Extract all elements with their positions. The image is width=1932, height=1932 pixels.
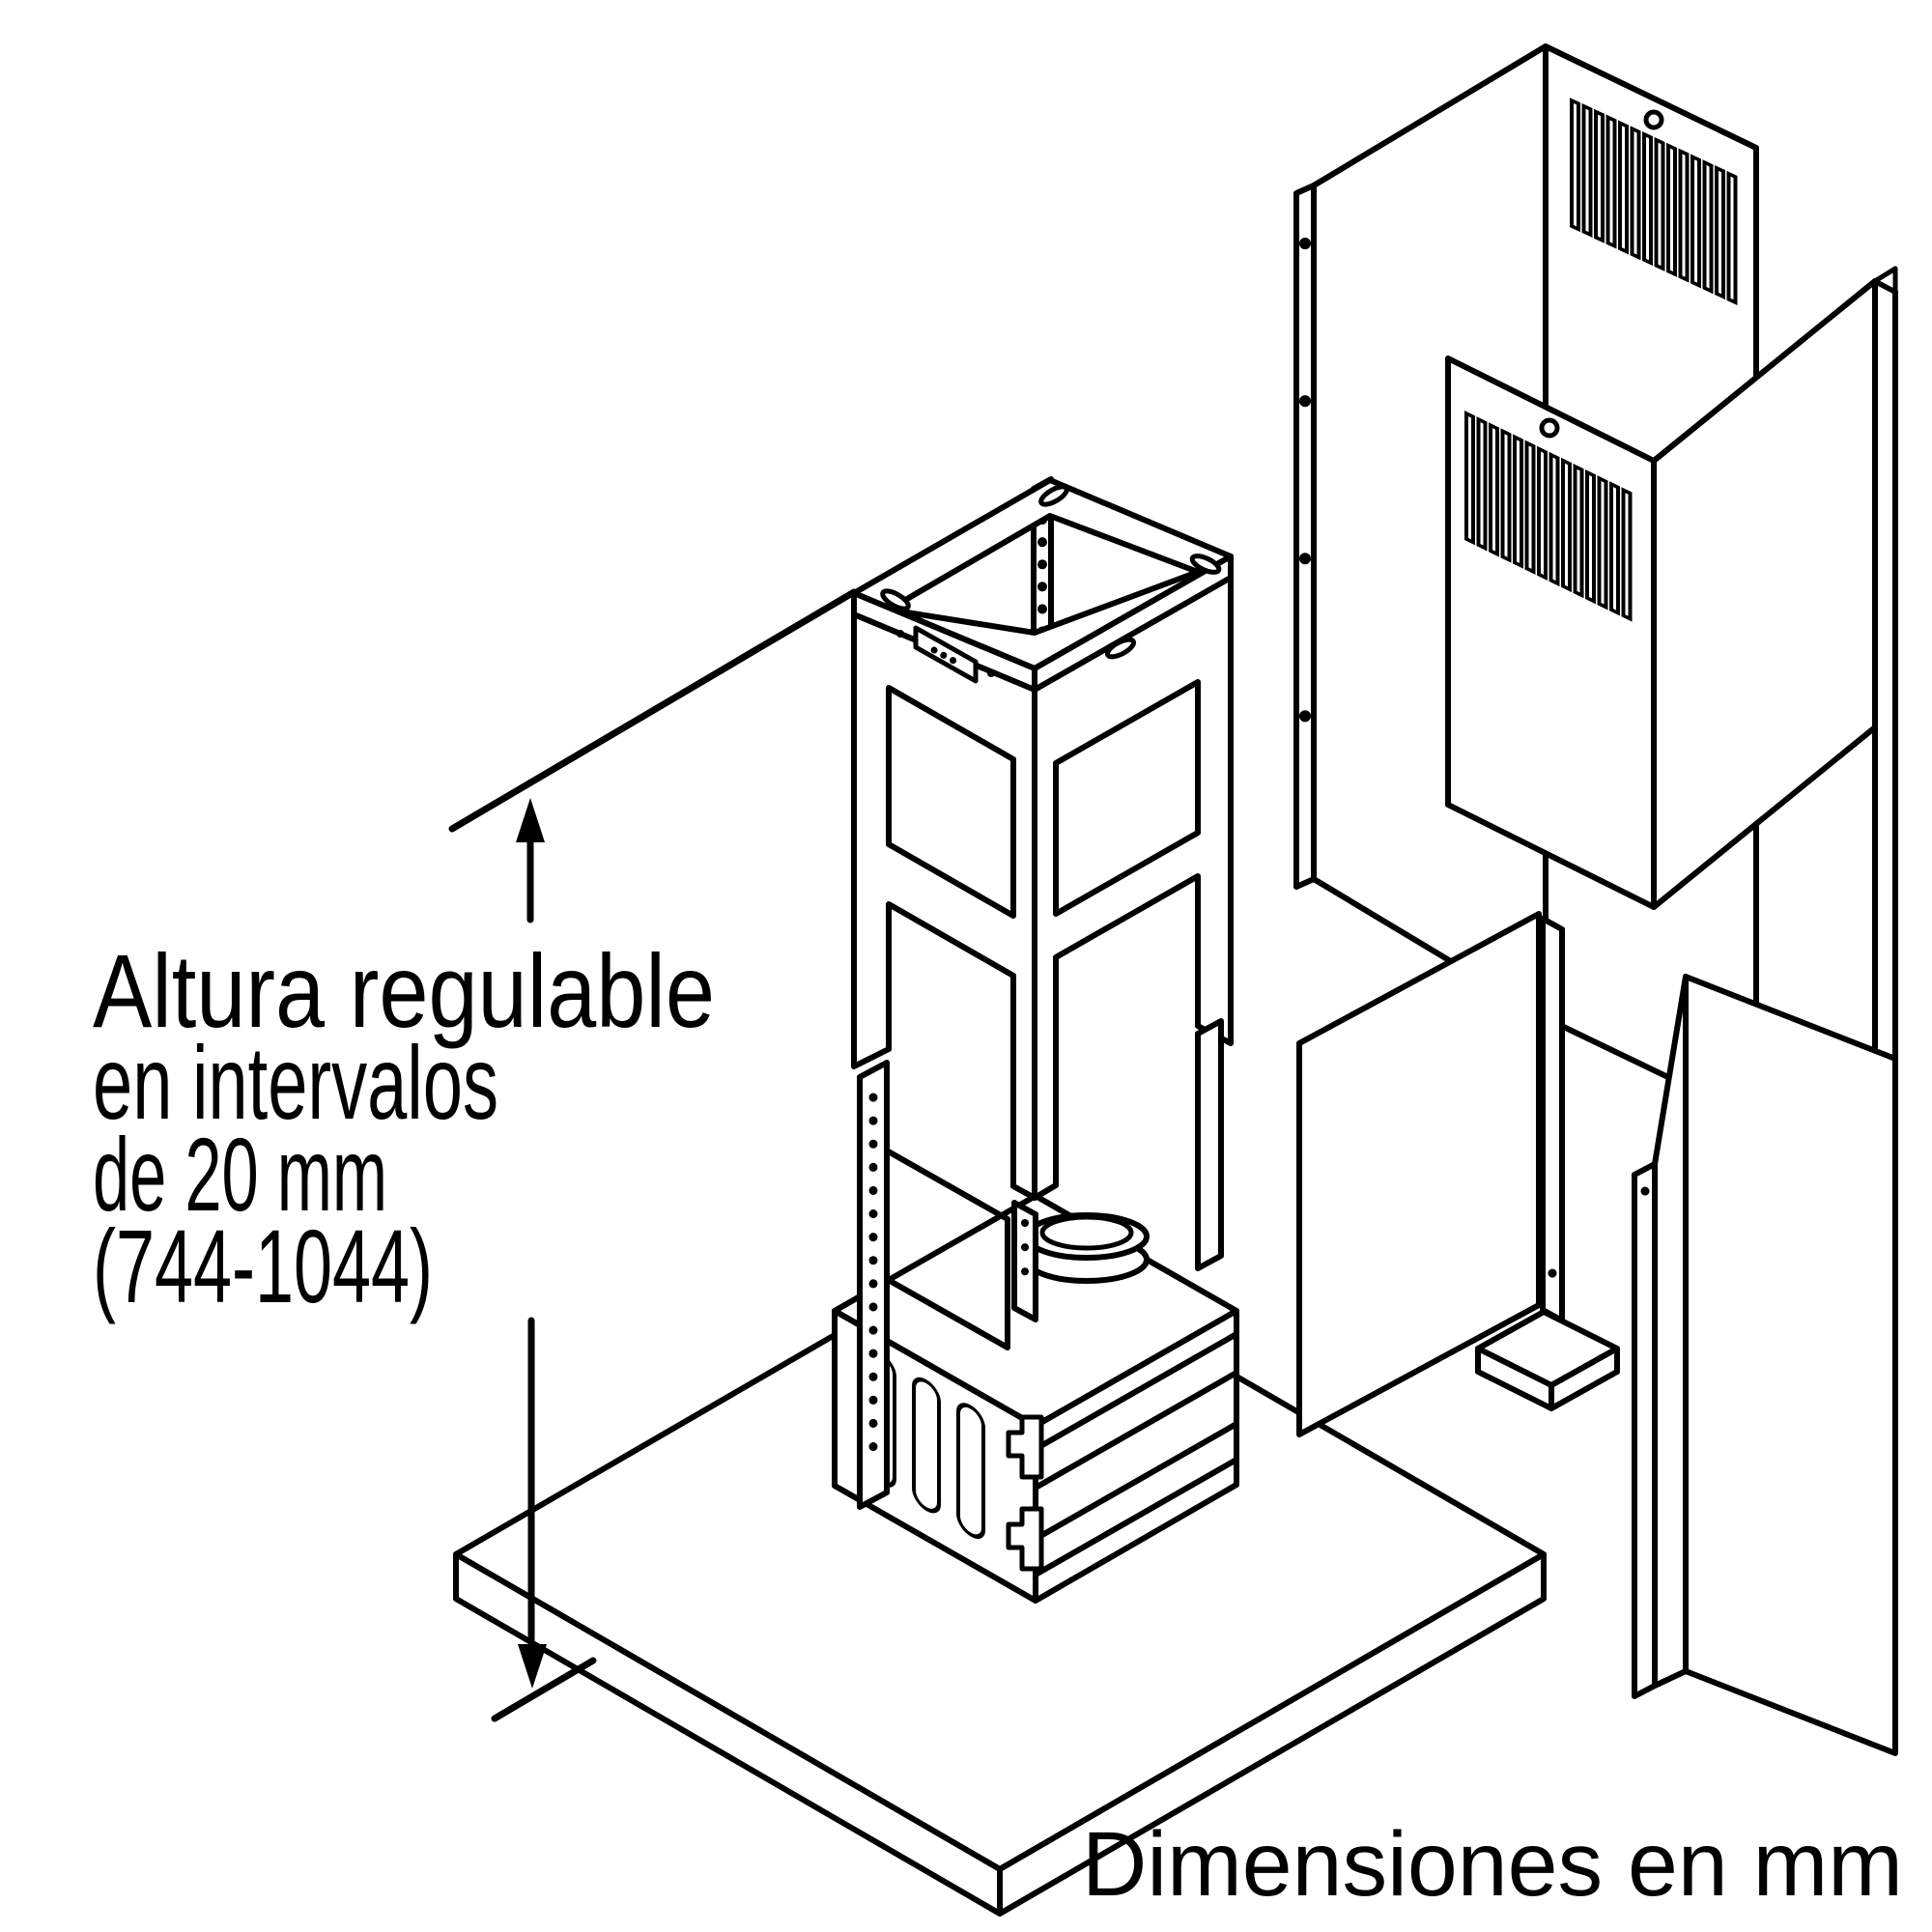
- height-label-line-1: Altura regulable: [93, 932, 715, 1049]
- height-dimension-annotation: [448, 588, 858, 1722]
- frame-slot-hole-back: [1038, 484, 1069, 507]
- front-cover-screw-hole: [1539, 417, 1560, 439]
- hood-hook-lower: [1006, 1506, 1044, 1572]
- lower-left-cover-flange: [1540, 916, 1565, 1323]
- height-arrow-down-head: [518, 1644, 547, 1689]
- frame-lower-front-rail: [1011, 1200, 1038, 1322]
- units-note: Dimensiones en mm: [1082, 1813, 1903, 1916]
- lower-chimney-right-cover: [1632, 974, 1898, 1756]
- height-label-line-4: (744-1044): [93, 1208, 433, 1324]
- frame-junction-box-dots: [930, 646, 959, 666]
- front-cover-right-face: [1651, 278, 1878, 910]
- front-cover-vent-grille: [1464, 411, 1633, 622]
- frame-slot-hole-left: [880, 588, 911, 611]
- front-cover-corner-tab: [1872, 266, 1898, 295]
- frame-top-ring-band-right: [1032, 554, 1234, 693]
- frame-screw-dot-left: [896, 630, 904, 638]
- lower-right-cover-face: [1683, 974, 1898, 1756]
- frame-slot-hole-front: [1104, 637, 1137, 660]
- duct-collar-opening: [1039, 1214, 1134, 1251]
- lower-chimney-left-cover: [1296, 911, 1620, 1437]
- rear-cover-screw-hole: [1643, 109, 1664, 130]
- mounting-frame: [851, 476, 1234, 1510]
- frame-slot-hole-right: [1189, 554, 1222, 575]
- hood-hook-upper: [1006, 1414, 1044, 1480]
- height-arrow-up-head: [516, 798, 545, 842]
- lower-right-cover-return: [1652, 974, 1689, 1689]
- lower-left-cover-face: [1296, 911, 1542, 1437]
- lower-left-cover-shelf-side: [1548, 1346, 1620, 1411]
- rear-cover-flange: [1293, 183, 1317, 890]
- lower-right-cover-flange: [1632, 1161, 1658, 1699]
- rear-cover-vent-grille: [1570, 98, 1738, 305]
- front-cover-right-return: [1872, 278, 1898, 1102]
- upper-chimney-front-cover: [1445, 266, 1898, 1102]
- base-plate-right-edge: [997, 1551, 1547, 1917]
- frame-screw-dot-right: [987, 669, 995, 677]
- dimension-tick-line: [491, 1657, 597, 1722]
- frame-front-right-face: [1032, 554, 1234, 1201]
- height-label-line-3: de 20 mm: [93, 1116, 387, 1233]
- height-label-line-2: en intervalos: [93, 1024, 498, 1141]
- frame-lower-right-rail: [1195, 1018, 1224, 1271]
- leader-line: [448, 588, 858, 833]
